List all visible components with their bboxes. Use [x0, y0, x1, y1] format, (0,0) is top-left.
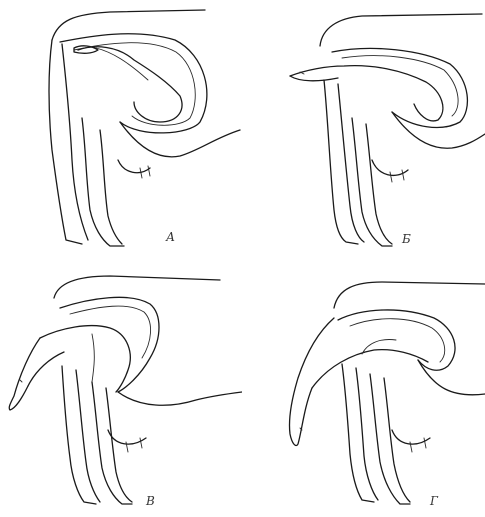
panel-g-label: Г — [430, 494, 438, 508]
panel-g: Г — [242, 258, 485, 517]
panel-v: В — [0, 258, 242, 517]
panel-g-illustration — [242, 258, 485, 517]
panel-v-label: В — [146, 494, 155, 508]
panel-b-label: Б — [402, 232, 411, 246]
panel-a: А — [0, 0, 242, 258]
panel-b-illustration — [242, 0, 485, 258]
panel-a-illustration — [0, 0, 242, 258]
panel-a-label: А — [166, 230, 175, 244]
panel-b: Б — [242, 0, 485, 258]
panel-v-illustration — [0, 258, 242, 517]
